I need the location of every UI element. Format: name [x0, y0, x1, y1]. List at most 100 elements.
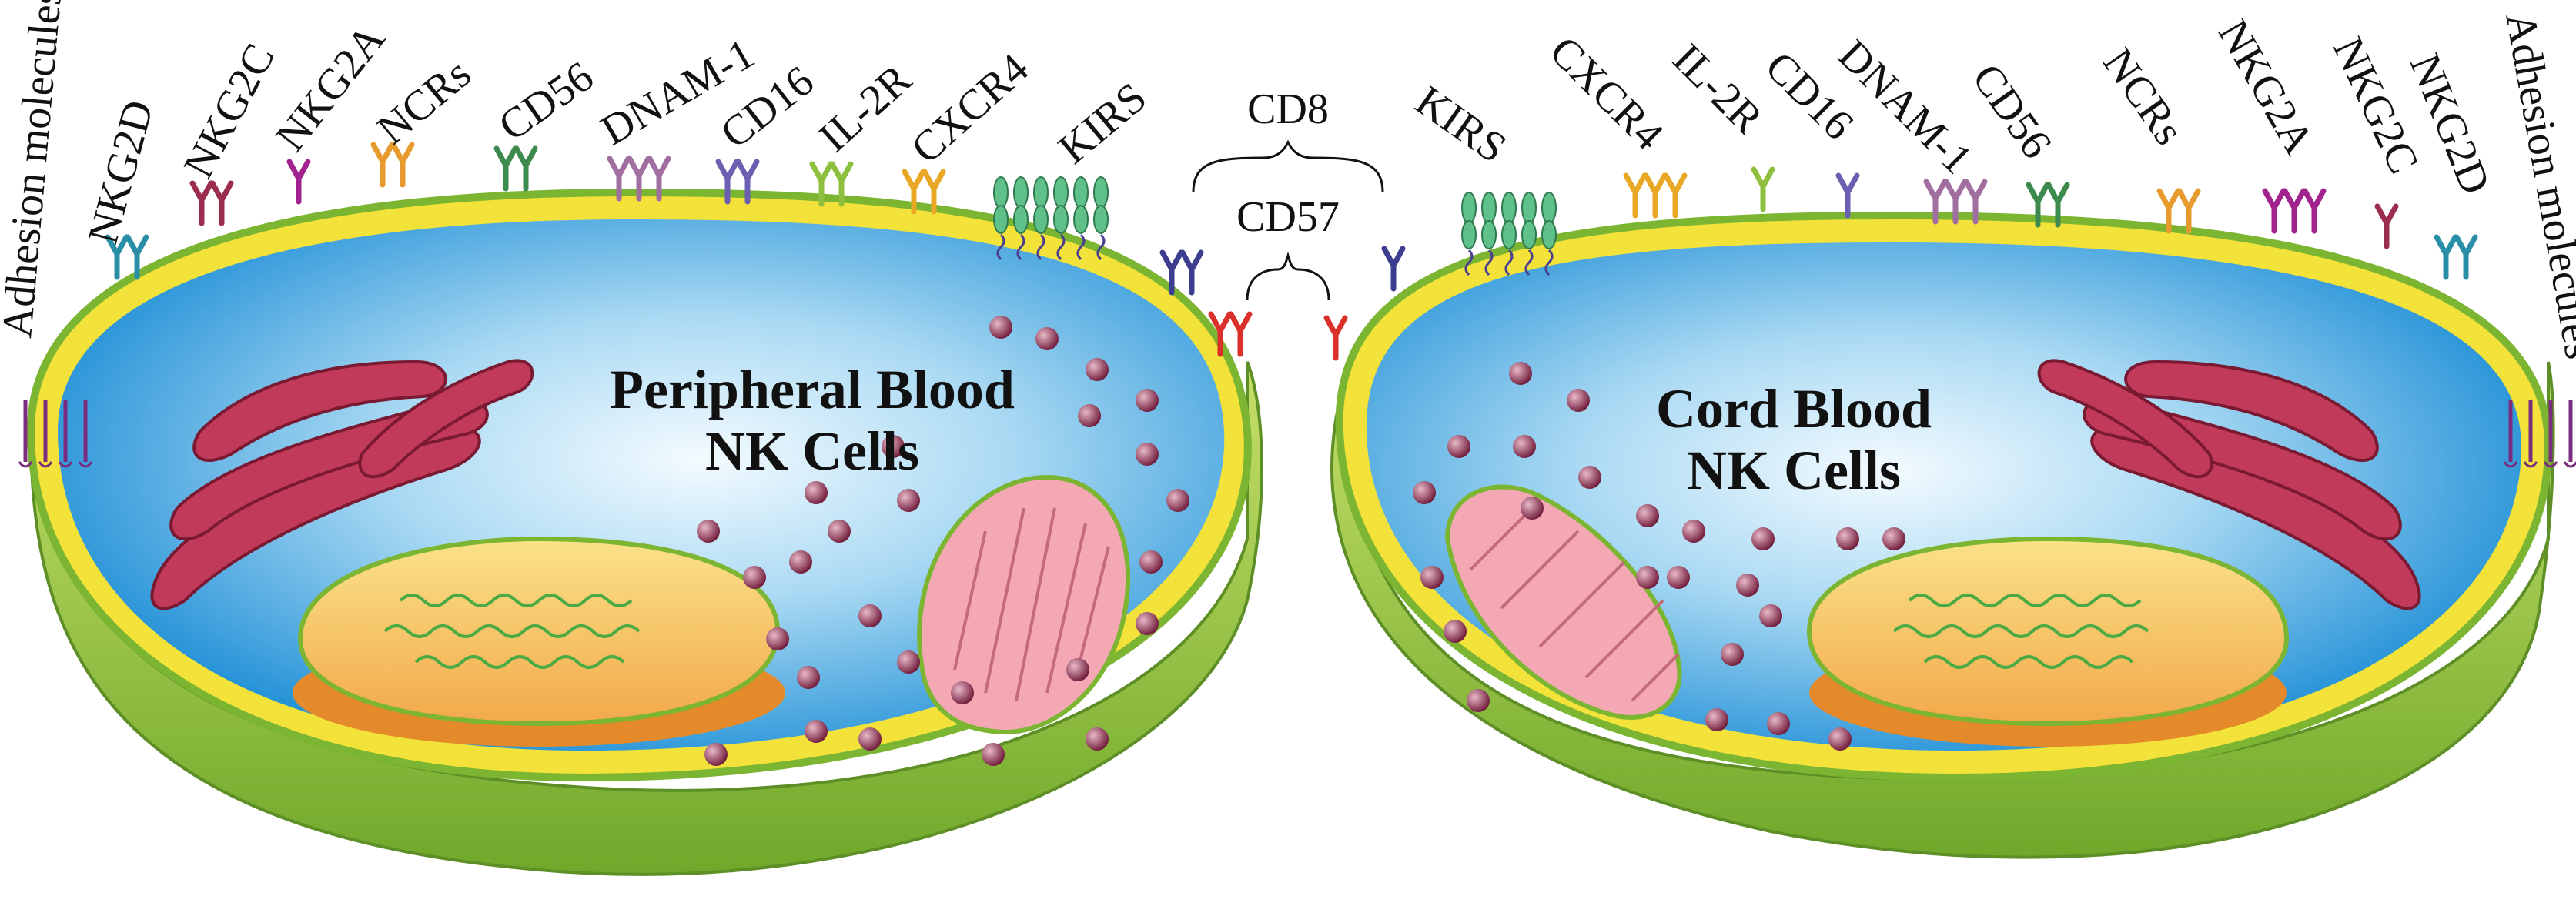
ncr-receptor-icon: [370, 142, 415, 188]
granule: [1705, 708, 1728, 731]
receptor-label: NKG2D: [2400, 48, 2500, 201]
granule: [1066, 658, 1089, 681]
receptor-label: IL-2R: [1664, 35, 1772, 143]
granule: [805, 720, 828, 743]
granule: [1467, 689, 1490, 712]
granule: [1828, 727, 1852, 751]
granule: [1509, 362, 1532, 385]
receptor-label: NKG2C: [175, 36, 284, 186]
granule: [704, 743, 728, 766]
cd8-receptor-icon: [1381, 246, 1406, 292]
granule: [1136, 389, 1159, 412]
granule: [828, 520, 851, 543]
granule: [1136, 443, 1159, 466]
granule: [1567, 389, 1590, 412]
cxcr4-receptor-icon: [902, 169, 946, 215]
cd57-receptor-icon: [1208, 311, 1253, 357]
golgi-apparatus: [2037, 359, 2421, 610]
receptor-label: CD56: [490, 52, 602, 151]
granule: [882, 435, 905, 458]
granule: [1736, 574, 1759, 597]
cd56-receptor-icon: [493, 145, 538, 192]
receptor-label: NKG2A: [2209, 12, 2323, 163]
cell-base: [1330, 361, 2555, 859]
adhesion-molecule-icon: [18, 400, 93, 468]
granule: [1767, 712, 1790, 735]
cd8-receptor-icon: [1159, 249, 1204, 296]
cxcr4-receptor-icon: [1623, 172, 1688, 219]
cd56-receptor-icon: [2026, 182, 2070, 228]
granule: [1721, 643, 1744, 666]
dnam1-receptor-icon: [1923, 179, 1988, 225]
granule: [1882, 527, 1905, 550]
granule: [766, 627, 789, 650]
dnam1-receptor-icon: [607, 156, 671, 202]
cd57-label: CD57: [1236, 193, 1340, 241]
receptor-label: NKG2D: [79, 95, 163, 249]
granule: [1667, 566, 1690, 589]
receptor-label: KIRS: [1407, 77, 1515, 172]
granule: [1521, 497, 1544, 520]
shared-markers: CD8 CD57: [1159, 85, 1406, 361]
golgi-apparatus: [150, 359, 534, 610]
cd57-receptor-icon: [1323, 315, 1348, 361]
granule: [805, 481, 828, 504]
cell-title-line-1: Cord Blood: [1656, 378, 1932, 440]
receptor-label: NKG2A: [266, 15, 394, 160]
granule: [1636, 504, 1659, 527]
cell-title-line-1: Peripheral Blood: [610, 359, 1015, 420]
granule: [1078, 404, 1101, 427]
granule: [1413, 481, 1436, 504]
granule: [1751, 527, 1775, 550]
granule: [1759, 604, 1782, 627]
granule: [858, 727, 882, 751]
cd8-label: CD8: [1247, 85, 1329, 133]
granule: [743, 566, 766, 589]
granules: [697, 316, 1189, 766]
kir-receptor-icon: [1461, 192, 1557, 276]
granule: [1836, 527, 1859, 550]
cd57-brace: [1246, 251, 1330, 301]
receptor-label: CXCR4: [902, 45, 1038, 173]
granule: [1578, 466, 1601, 489]
granule: [1139, 550, 1163, 574]
receptor-label: NCRs: [2093, 40, 2193, 154]
cell-title-line-2: NK Cells: [705, 420, 919, 482]
granule: [1420, 566, 1444, 589]
ncr-receptor-icon: [2156, 188, 2201, 234]
il2r-receptor-icon: [1751, 166, 1775, 212]
nucleus: [293, 536, 785, 747]
granule: [989, 316, 1012, 339]
receptor-label: NCRs: [369, 49, 480, 154]
granule: [1086, 358, 1109, 381]
nucleus: [1806, 536, 2290, 747]
granule: [1035, 327, 1059, 350]
granule: [797, 666, 820, 689]
granule: [1447, 435, 1470, 458]
cd16-receptor-icon: [715, 159, 760, 205]
granule: [1636, 566, 1659, 589]
mitochondrion: [1444, 484, 1682, 720]
granule: [697, 520, 720, 543]
kir-receptor-icon: [993, 176, 1109, 261]
nkg2a-receptor-icon: [2262, 188, 2327, 234]
granule: [982, 743, 1005, 766]
granule: [789, 550, 812, 574]
granule: [1444, 620, 1467, 643]
peripheral-blood-nk-cell: Peripheral Blood NK Cells Adhesion molec…: [0, 0, 1263, 876]
granule: [951, 681, 974, 704]
granule: [1682, 520, 1705, 543]
il2r-receptor-icon: [809, 161, 854, 207]
nkg2d-receptor-icon: [105, 234, 149, 280]
granule: [1513, 435, 1536, 458]
nkg2c-receptor-icon: [189, 180, 234, 226]
granule: [1086, 727, 1109, 751]
receptor-label: Adhesion molecules: [0, 0, 72, 339]
nkg2a-receptor-icon: [286, 159, 311, 205]
receptor-label: KIRS: [1050, 73, 1156, 173]
nkg2d-receptor-icon: [2434, 234, 2478, 280]
granule: [1136, 612, 1159, 635]
receptor-label: CXCR4: [1541, 27, 1672, 159]
granule: [1166, 489, 1189, 512]
